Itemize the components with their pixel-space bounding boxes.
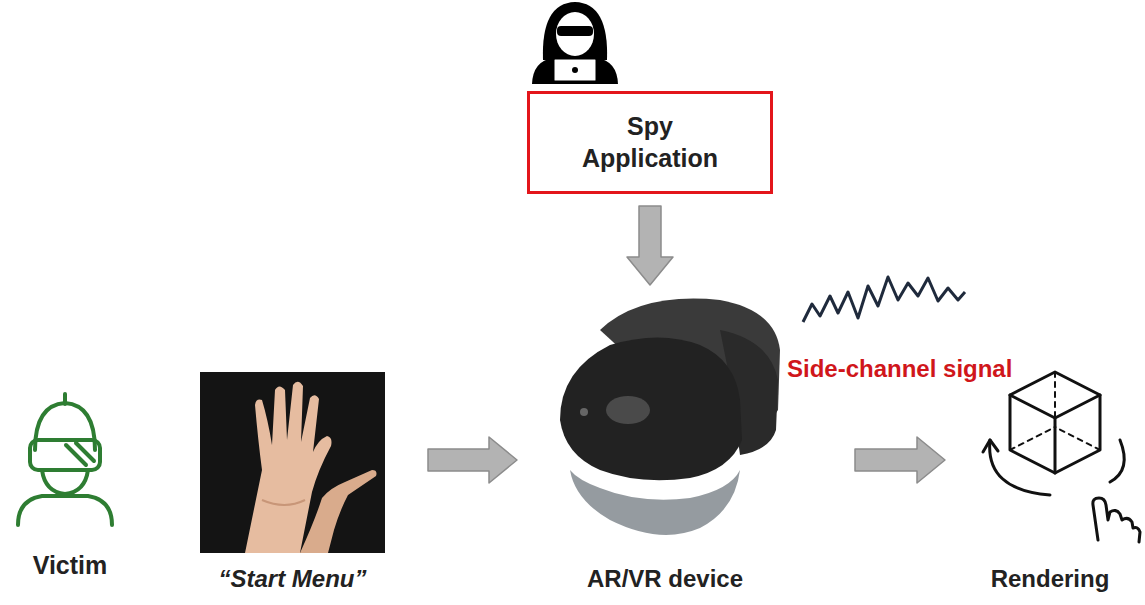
node-text: Rendering [991, 564, 1110, 594]
headset-image [560, 299, 780, 535]
victim-node: Victim [10, 395, 130, 595]
hand-photo [200, 372, 385, 553]
node-text: “Start Menu” [218, 564, 366, 594]
device-node: AR/VR device [540, 290, 790, 597]
block-arrow [627, 206, 673, 285]
signal-wave [803, 277, 965, 322]
block-arrow [428, 437, 517, 483]
gesture-node: “Start Menu” [195, 372, 390, 597]
signal-label: Side-channel signal [787, 355, 1012, 383]
node-text: Spy Application [565, 111, 735, 174]
hacker-icon [532, 2, 618, 84]
block-arrow [855, 437, 945, 483]
spy-app-box: Spy Application [527, 91, 773, 194]
victim-icon [18, 394, 112, 525]
node-text: Victim [33, 550, 108, 581]
rendering-node: Rendering [960, 360, 1140, 597]
node-text: AR/VR device [587, 564, 743, 594]
cube-icon [983, 372, 1140, 542]
